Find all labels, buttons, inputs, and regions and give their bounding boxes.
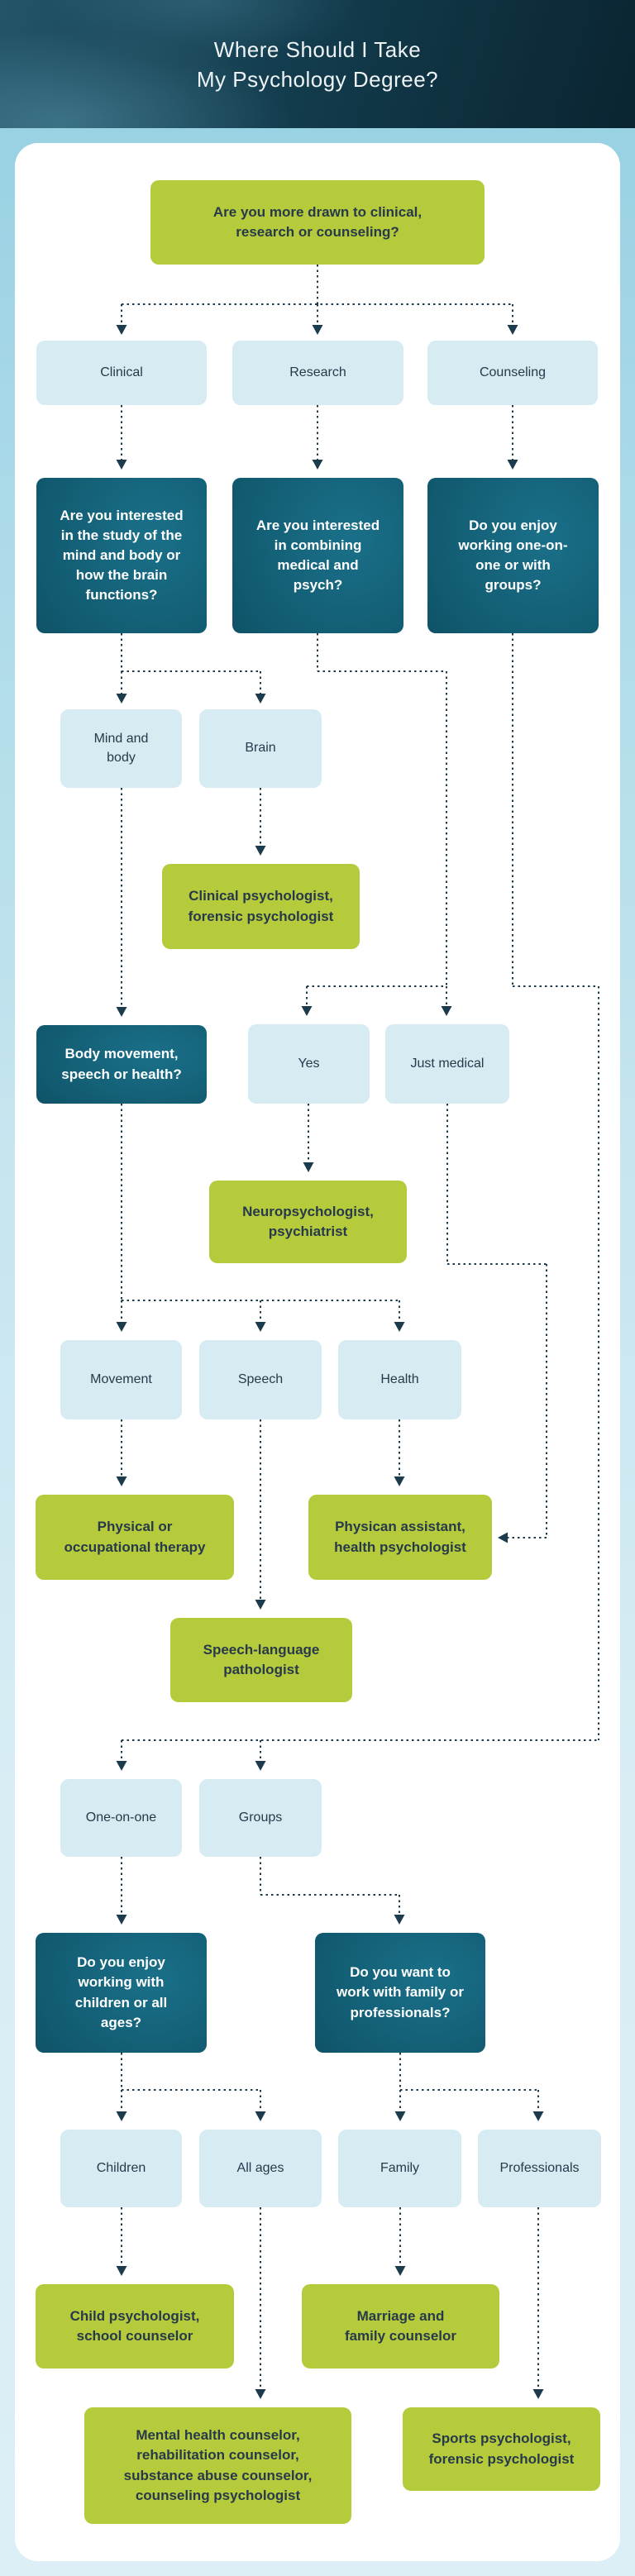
opt-just-medical-box: Just medical (385, 1024, 509, 1104)
opt-health-box: Health (338, 1340, 461, 1419)
opt-speech-box: Speech (199, 1340, 322, 1419)
q-main-box: Are you more drawn to clinical, research… (150, 180, 485, 265)
page-title-line2: My Psychology Degree? (196, 66, 439, 92)
result-mental-health-box: Mental health counselor, rehabilitation … (84, 2407, 351, 2524)
q-mind-body-brain-box: Are you interested in the study of the m… (36, 478, 207, 633)
header-banner: Where Should I Take My Psychology Degree… (0, 0, 635, 128)
q-family-professionals-box: Do you want to work with family or profe… (315, 1933, 485, 2053)
result-physical-occupational-box: Physical or occupational therapy (36, 1495, 234, 1580)
opt-children-box: Children (60, 2130, 182, 2207)
q-children-all-ages-box: Do you enjoy working with children or al… (36, 1933, 207, 2053)
q-body-speech-health-box: Body movement, speech or health? (36, 1025, 207, 1104)
opt-clinical-box: Clinical (36, 341, 207, 405)
q-one-on-one-groups-box: Do you enjoy working one-on-one or with … (427, 478, 599, 633)
opt-yes-box: Yes (248, 1024, 370, 1104)
opt-brain-box: Brain (199, 709, 322, 788)
opt-professionals-box: Professionals (478, 2130, 601, 2207)
result-marriage-family-box: Marriage and family counselor (302, 2284, 499, 2368)
opt-groups-box: Groups (199, 1779, 322, 1857)
q-medical-psych-box: Are you interested in combining medical … (232, 478, 403, 633)
opt-counseling-box: Counseling (427, 341, 598, 405)
result-speech-language-box: Speech-language pathologist (170, 1618, 352, 1702)
result-clinical-forensic-box: Clinical psychologist, forensic psycholo… (162, 864, 360, 949)
opt-research-box: Research (232, 341, 403, 405)
page-title-line1: Where Should I Take (213, 36, 422, 62)
opt-mind-and-body-box: Mind and body (60, 709, 182, 788)
opt-all-ages-box: All ages (199, 2130, 322, 2207)
result-child-school-box: Child psychologist, school counselor (36, 2284, 234, 2368)
result-pa-health-psych-box: Physican assistant, health psychologist (308, 1495, 492, 1580)
opt-movement-box: Movement (60, 1340, 182, 1419)
result-sports-forensic-box: Sports psychologist, forensic psychologi… (403, 2407, 600, 2491)
result-neuropsychologist-box: Neuropsychologist, psychiatrist (209, 1181, 407, 1263)
opt-family-box: Family (338, 2130, 461, 2207)
opt-one-on-one-box: One-on-one (60, 1779, 182, 1857)
